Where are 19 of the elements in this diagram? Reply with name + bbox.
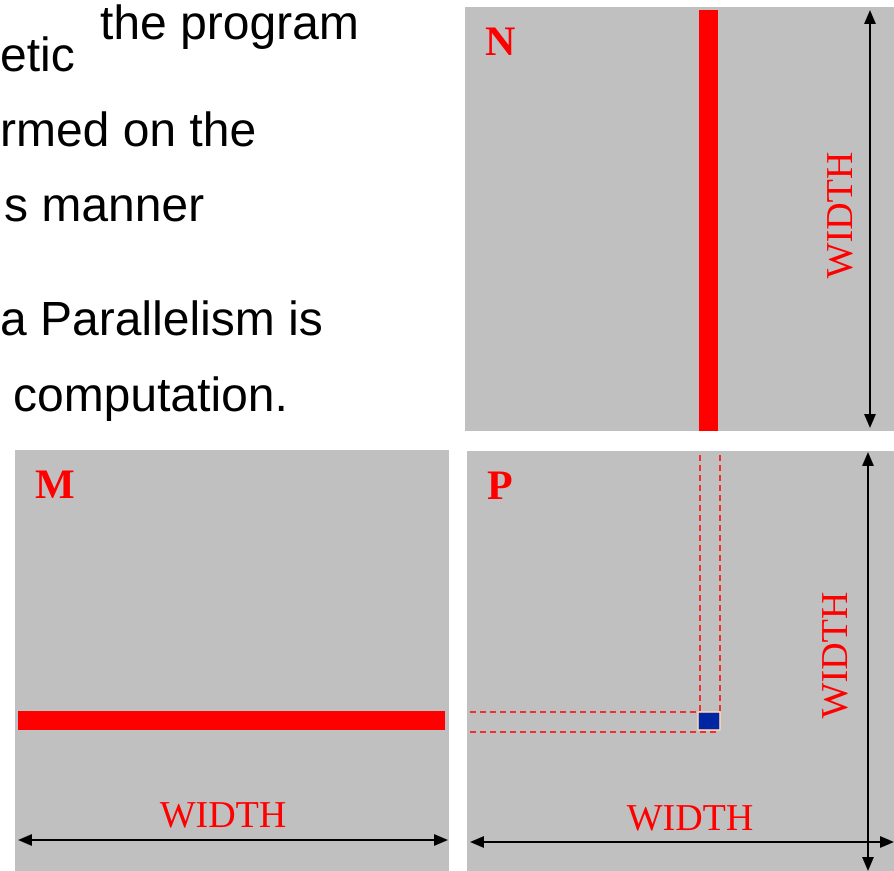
matrix-row — [18, 711, 445, 730]
matrix-name: M — [35, 464, 75, 506]
matrix-column — [699, 10, 718, 431]
body-text: computation. — [13, 372, 288, 420]
dimension-label: WIDTH — [626, 799, 754, 837]
matrix-panel — [467, 451, 894, 871]
matrix-panel — [465, 7, 894, 431]
body-text: the program — [100, 0, 359, 48]
dimension-label: WIDTH — [821, 152, 859, 278]
body-text: rmed on the — [0, 107, 256, 155]
dimension-label: WIDTH — [160, 796, 286, 834]
body-text: etic — [0, 32, 75, 80]
body-text: s manner — [4, 182, 204, 230]
matrix-name: P — [487, 465, 513, 507]
dimension-label: WIDTH — [816, 592, 854, 718]
matrix-name: N — [485, 21, 516, 63]
result-element — [697, 711, 721, 731]
body-text: a Parallelism is — [0, 296, 323, 344]
matrix-panel — [15, 450, 449, 871]
